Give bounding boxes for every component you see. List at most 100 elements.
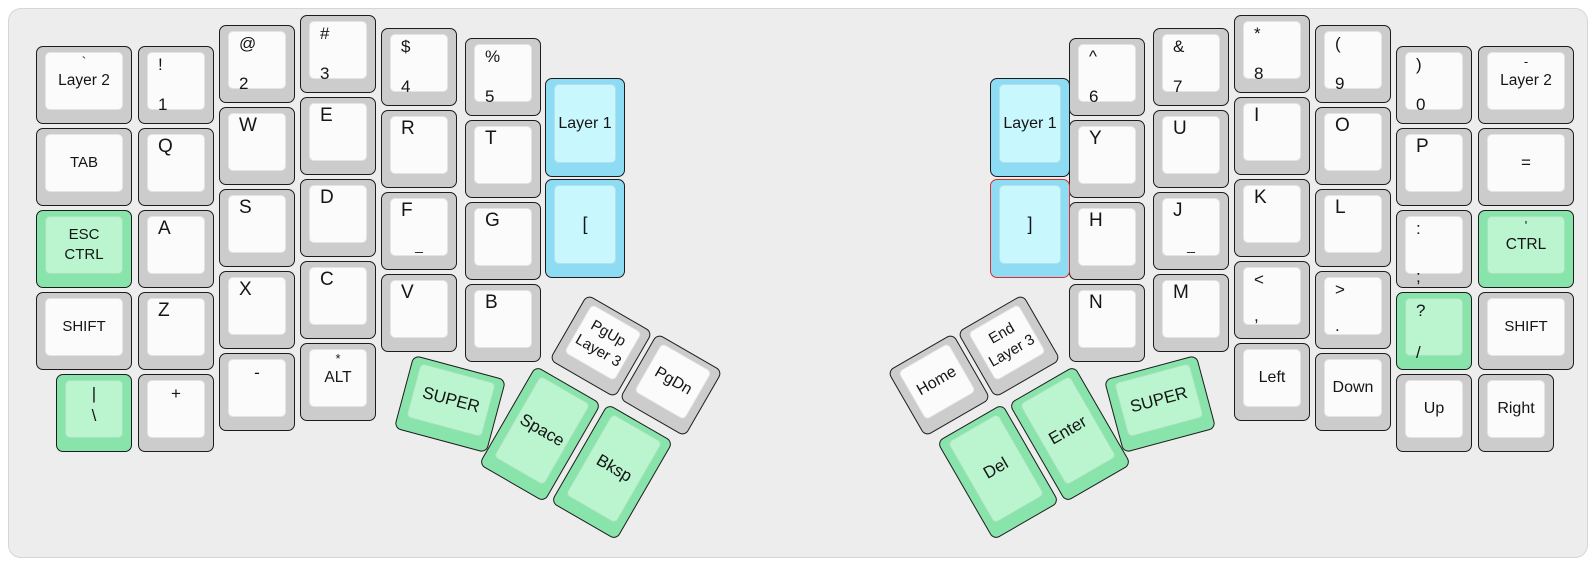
key-f[interactable]: F_	[381, 192, 457, 270]
key-h[interactable]: H	[1069, 202, 1145, 280]
keycap: SHIFT	[1487, 298, 1565, 356]
keycap: J_	[1162, 198, 1220, 256]
key-tab[interactable]: TAB	[36, 128, 132, 206]
key-legend: <	[1254, 270, 1264, 289]
keycap: SUPER	[406, 362, 496, 438]
key-b[interactable]: B	[465, 284, 541, 362]
key-k[interactable]: K	[1234, 179, 1310, 257]
key-super-left[interactable]: SUPER	[393, 354, 507, 454]
key-percent-5[interactable]: %5	[465, 38, 541, 116]
key-amp-7[interactable]: &7	[1153, 28, 1229, 106]
key-legend: B	[485, 292, 498, 313]
keycap: (9	[1324, 31, 1382, 93]
key-legend: Del	[979, 453, 1012, 483]
key-legend: Up	[1423, 400, 1445, 418]
key-p[interactable]: P	[1396, 128, 1472, 206]
key-arrow-left[interactable]: Left	[1234, 343, 1310, 421]
key-excl-1[interactable]: !1	[138, 46, 214, 124]
key-legend: X	[239, 279, 252, 300]
keycap: G	[474, 208, 532, 266]
key-minus[interactable]: -	[219, 353, 295, 431]
key-i[interactable]: I	[1234, 97, 1310, 175]
keycap: TAB	[45, 134, 123, 192]
key-a[interactable]: A	[138, 210, 214, 288]
key-r[interactable]: R	[381, 110, 457, 188]
key-layer1-left[interactable]: Layer 1	[545, 78, 625, 177]
key-minus-layer2[interactable]: -Layer 2	[1478, 46, 1574, 124]
key-grave-layer2[interactable]: `Layer 2	[36, 46, 132, 124]
key-legend: P	[1416, 136, 1429, 157]
key-pipe-backslash[interactable]: |\	[56, 374, 132, 452]
key-legend: C	[320, 269, 334, 290]
key-w[interactable]: W	[219, 107, 295, 185]
key-legend: 9	[1335, 74, 1345, 93]
key-o[interactable]: O	[1315, 107, 1391, 185]
keycap: *8	[1243, 21, 1301, 83]
key-x[interactable]: X	[219, 271, 295, 349]
keycap: `Layer 2	[45, 52, 123, 110]
key-asterisk-alt[interactable]: *ALT	[300, 343, 376, 421]
key-legend: `	[81, 54, 87, 69]
key-v[interactable]: V	[381, 274, 457, 352]
key-arrow-down[interactable]: Down	[1315, 353, 1391, 431]
key-t[interactable]: T	[465, 120, 541, 198]
keycap: )0	[1405, 52, 1463, 114]
key-g[interactable]: G	[465, 202, 541, 280]
keycap: L	[1324, 195, 1382, 253]
key-legend: 2	[239, 74, 249, 93]
keycap: ]	[999, 185, 1061, 264]
key-caret-6[interactable]: ^6	[1069, 38, 1145, 116]
keycap: P	[1405, 134, 1463, 192]
key-asterisk-8[interactable]: *8	[1234, 15, 1310, 93]
key-y[interactable]: Y	[1069, 120, 1145, 198]
key-u[interactable]: U	[1153, 110, 1229, 188]
key-legend: &	[1173, 37, 1185, 56]
key-gt-period[interactable]: >.	[1315, 271, 1391, 349]
key-legend: Layer 1	[558, 114, 612, 132]
key-legend: 1	[158, 95, 168, 114]
key-super-right[interactable]: SUPER	[1103, 354, 1217, 454]
keycap: <,	[1243, 267, 1301, 325]
key-dollar-4[interactable]: $4	[381, 28, 457, 106]
keycap: |\	[65, 380, 123, 438]
key-left-bracket[interactable]: [	[545, 179, 625, 278]
key-legend: Z	[158, 300, 170, 321]
key-c[interactable]: C	[300, 261, 376, 339]
key-legend: -	[254, 363, 260, 382]
key-arrow-up[interactable]: Up	[1396, 374, 1472, 452]
key-paren-0[interactable]: )0	[1396, 46, 1472, 124]
key-legend: *	[335, 351, 341, 366]
key-layer1-right[interactable]: Layer 1	[990, 78, 1070, 177]
key-n[interactable]: N	[1069, 284, 1145, 362]
key-plus[interactable]: +	[138, 374, 214, 452]
key-shift-right[interactable]: SHIFT	[1478, 292, 1574, 370]
key-legend: J	[1173, 200, 1183, 221]
key-legend: /	[1416, 343, 1421, 362]
key-legend: $	[401, 37, 411, 56]
key-legend: PgDn	[651, 364, 695, 399]
key-equals[interactable]: =	[1478, 128, 1574, 206]
key-d[interactable]: D	[300, 179, 376, 257]
key-q[interactable]: Q	[138, 128, 214, 206]
key-hash-3[interactable]: #3	[300, 15, 376, 93]
key-colon-semicolon[interactable]: :;	[1396, 210, 1472, 288]
keycap: F_	[390, 198, 448, 256]
key-m[interactable]: M	[1153, 274, 1229, 352]
keycap: Layer 1	[999, 84, 1061, 163]
key-quote-ctrl[interactable]: 'CTRL	[1478, 210, 1574, 288]
key-question-slash[interactable]: ?/	[1396, 292, 1472, 370]
key-at-2[interactable]: @2	[219, 25, 295, 103]
key-lt-comma[interactable]: <,	[1234, 261, 1310, 339]
key-z[interactable]: Z	[138, 292, 214, 370]
key-l[interactable]: L	[1315, 189, 1391, 267]
key-e[interactable]: E	[300, 97, 376, 175]
key-paren-9[interactable]: (9	[1315, 25, 1391, 103]
key-right-bracket[interactable]: ]	[990, 179, 1070, 278]
key-j[interactable]: J_	[1153, 192, 1229, 270]
key-shift-left[interactable]: SHIFT	[36, 292, 132, 370]
key-s[interactable]: S	[219, 189, 295, 267]
key-arrow-right[interactable]: Right	[1478, 374, 1554, 452]
key-legend: )	[1416, 55, 1422, 74]
